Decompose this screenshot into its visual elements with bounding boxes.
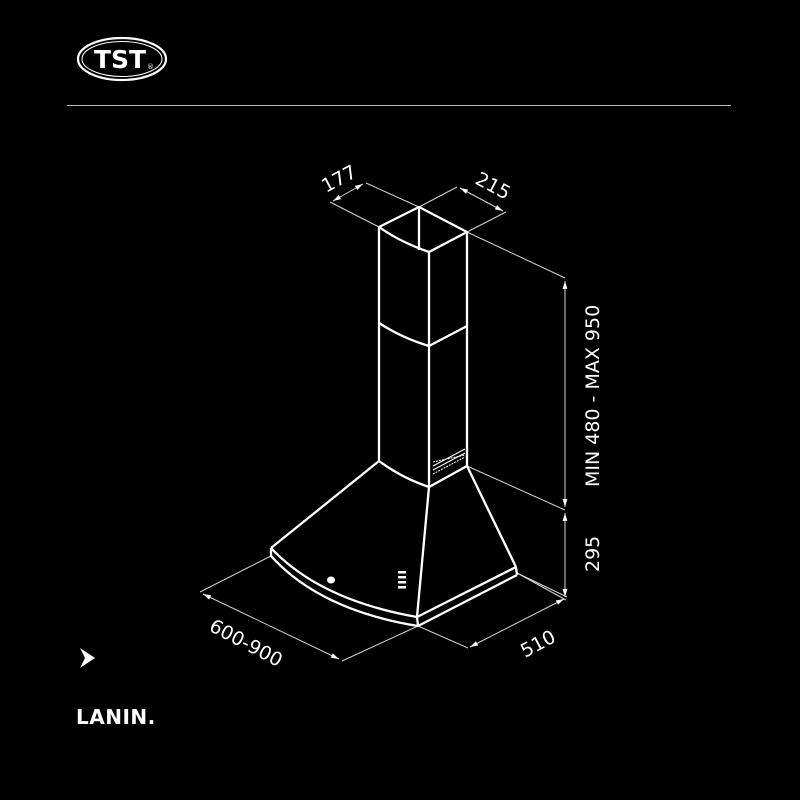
- dimension-chimney-width: 215: [472, 168, 514, 204]
- dimension-lines: [199, 182, 568, 662]
- dimension-hood-width: 600-900: [206, 615, 286, 672]
- dimension-hood-height: 295: [582, 536, 604, 572]
- light-icon: [327, 576, 335, 584]
- dimension-chimney-depth: 177: [318, 161, 360, 197]
- registered-mark: ®: [147, 63, 154, 71]
- vent-grille-icon: [432, 448, 466, 475]
- product-name: LANIN.: [76, 705, 156, 729]
- dimension-chimney-height: MIN 480 - MAX 950: [582, 305, 604, 487]
- header-divider: [67, 105, 731, 106]
- next-arrow-icon[interactable]: [78, 647, 98, 669]
- hood-outline: [269, 205, 519, 628]
- dimension-hood-depth: 510: [517, 626, 559, 662]
- tst-logo: TST ®: [76, 35, 168, 83]
- logo-text: TST: [94, 45, 146, 74]
- control-buttons-icon: [398, 571, 406, 589]
